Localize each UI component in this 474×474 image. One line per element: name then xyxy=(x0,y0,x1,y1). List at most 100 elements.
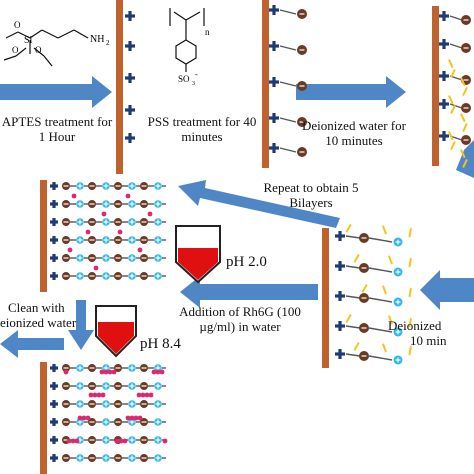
dye-molecule xyxy=(111,369,117,375)
anion-minus-sign xyxy=(63,457,69,459)
chain-link xyxy=(449,43,463,49)
cation-plus-sign xyxy=(338,291,342,301)
step-aptes-line1: APTES treatment for xyxy=(1,114,113,129)
anion-minus-sign xyxy=(141,185,147,187)
step-clean-line1: Clean with xyxy=(8,300,65,315)
step-rinse2-line2: 10 min xyxy=(410,333,447,348)
amine-label: NH xyxy=(90,34,104,45)
dye-molecule xyxy=(107,369,113,375)
anion-minus-sign xyxy=(63,203,69,205)
step-dye-label: Addition of Rh6G (100 µg/ml) in water xyxy=(172,304,308,334)
step-pss-line1: PSS treatment for 40 xyxy=(147,114,257,129)
dye-molecule xyxy=(118,438,124,444)
cation-plus-v xyxy=(131,383,133,389)
anion-minus-sign xyxy=(89,457,95,459)
cation-plus-sign xyxy=(52,218,56,226)
anion-minus-sign xyxy=(115,221,121,223)
dye-molecule xyxy=(77,415,83,421)
substrate-plate xyxy=(116,0,123,174)
anion-minus-sign xyxy=(115,203,121,205)
cation-plus-v xyxy=(131,419,133,425)
cation-plus-sign xyxy=(52,272,56,280)
cation-plus-sign xyxy=(272,5,276,15)
cation-plus-v xyxy=(157,201,159,207)
dye-molecule xyxy=(136,392,142,398)
polyelectrolyte-chain xyxy=(361,284,368,293)
dye-molecule xyxy=(151,369,157,375)
substrate-plate xyxy=(432,6,439,166)
polyelectrolyte-chain xyxy=(462,159,468,169)
dye-molecule xyxy=(66,438,72,444)
cation-plus-v xyxy=(131,455,133,461)
dye-molecule xyxy=(74,438,80,444)
cation-plus-v xyxy=(105,383,107,389)
step-pss-label: PSS treatment for 40 minutes xyxy=(138,114,266,144)
anion-minus-sign xyxy=(89,221,95,223)
step-rinse2-label: Deionized 10 min xyxy=(388,318,474,348)
dye-molecule xyxy=(85,229,91,235)
dye-molecule xyxy=(117,229,123,235)
dye-molecule xyxy=(125,193,131,199)
chain-link xyxy=(368,297,393,303)
cation-plus-sign xyxy=(442,11,446,21)
cation-plus-v xyxy=(157,401,159,407)
dye-molecule xyxy=(137,247,143,253)
dye-molecule xyxy=(147,211,153,217)
polyelectrolyte-chain xyxy=(353,254,360,263)
anion-minus-sign xyxy=(63,403,69,405)
cation-plus-v xyxy=(79,219,81,225)
substrate-plate xyxy=(40,362,47,474)
cation-plus-v xyxy=(105,201,107,207)
cation-plus-v xyxy=(105,419,107,425)
cation-plus-sign xyxy=(52,418,56,426)
arrow-aptes-to-pss xyxy=(0,76,112,108)
step-repeat-label: Repeat to obtain 5 Bilayers xyxy=(248,180,374,210)
cation-plus-v xyxy=(397,329,399,335)
cation-plus-v xyxy=(105,255,107,261)
dye-molecule xyxy=(99,369,105,375)
polyelectrolyte-chain xyxy=(448,131,454,141)
cation-plus-sign xyxy=(128,11,132,21)
polyelectrolyte-chain xyxy=(462,87,468,97)
cation-plus-v xyxy=(157,273,159,279)
anion-minus-sign xyxy=(115,257,121,259)
cation-plus-sign xyxy=(272,113,276,123)
cation-plus-sign xyxy=(442,131,446,141)
cation-plus-sign xyxy=(128,41,132,51)
polyelectrolyte-chain xyxy=(381,225,387,235)
step-dye-line1: Addition of Rh6G (100 xyxy=(179,304,301,319)
cation-plus-v xyxy=(105,365,107,371)
chain-link xyxy=(368,237,393,243)
cation-plus-v xyxy=(79,237,81,243)
cation-plus-sign xyxy=(52,454,56,462)
anion-minus-sign xyxy=(141,221,147,223)
polyelectrolyte-chain xyxy=(460,77,466,87)
cation-plus-sign xyxy=(272,77,276,87)
repeat-unit-n: n xyxy=(205,27,210,37)
anion-minus-sign xyxy=(63,421,69,423)
cation-plus-v xyxy=(131,183,133,189)
step-clean-label: Clean with eionized water xyxy=(0,300,76,330)
anion-minus-sign xyxy=(89,257,95,259)
dye-molecule xyxy=(71,193,77,199)
anion-minus-sign xyxy=(89,385,95,387)
anion-minus-sign xyxy=(141,239,147,241)
anion-minus-sign xyxy=(299,121,305,123)
polyelectrolyte-chain xyxy=(408,257,412,268)
anion-minus-sign xyxy=(115,403,121,405)
cation-plus-sign xyxy=(338,231,342,241)
anion-minus-sign xyxy=(63,385,69,387)
anion-minus-sign xyxy=(89,367,95,369)
polyelectrolyte-chain xyxy=(448,95,454,105)
anion-minus-sign xyxy=(115,239,121,241)
cation-plus-sign xyxy=(128,133,132,143)
cation-plus-v xyxy=(397,269,399,275)
chain-link xyxy=(368,327,393,333)
arrow-clean-left xyxy=(0,330,64,358)
dye-molecule xyxy=(101,211,107,217)
polyelectrolyte-chain xyxy=(408,345,412,356)
anion-minus-sign xyxy=(63,275,69,277)
chain-link xyxy=(368,355,393,361)
cation-plus-v xyxy=(397,239,399,245)
